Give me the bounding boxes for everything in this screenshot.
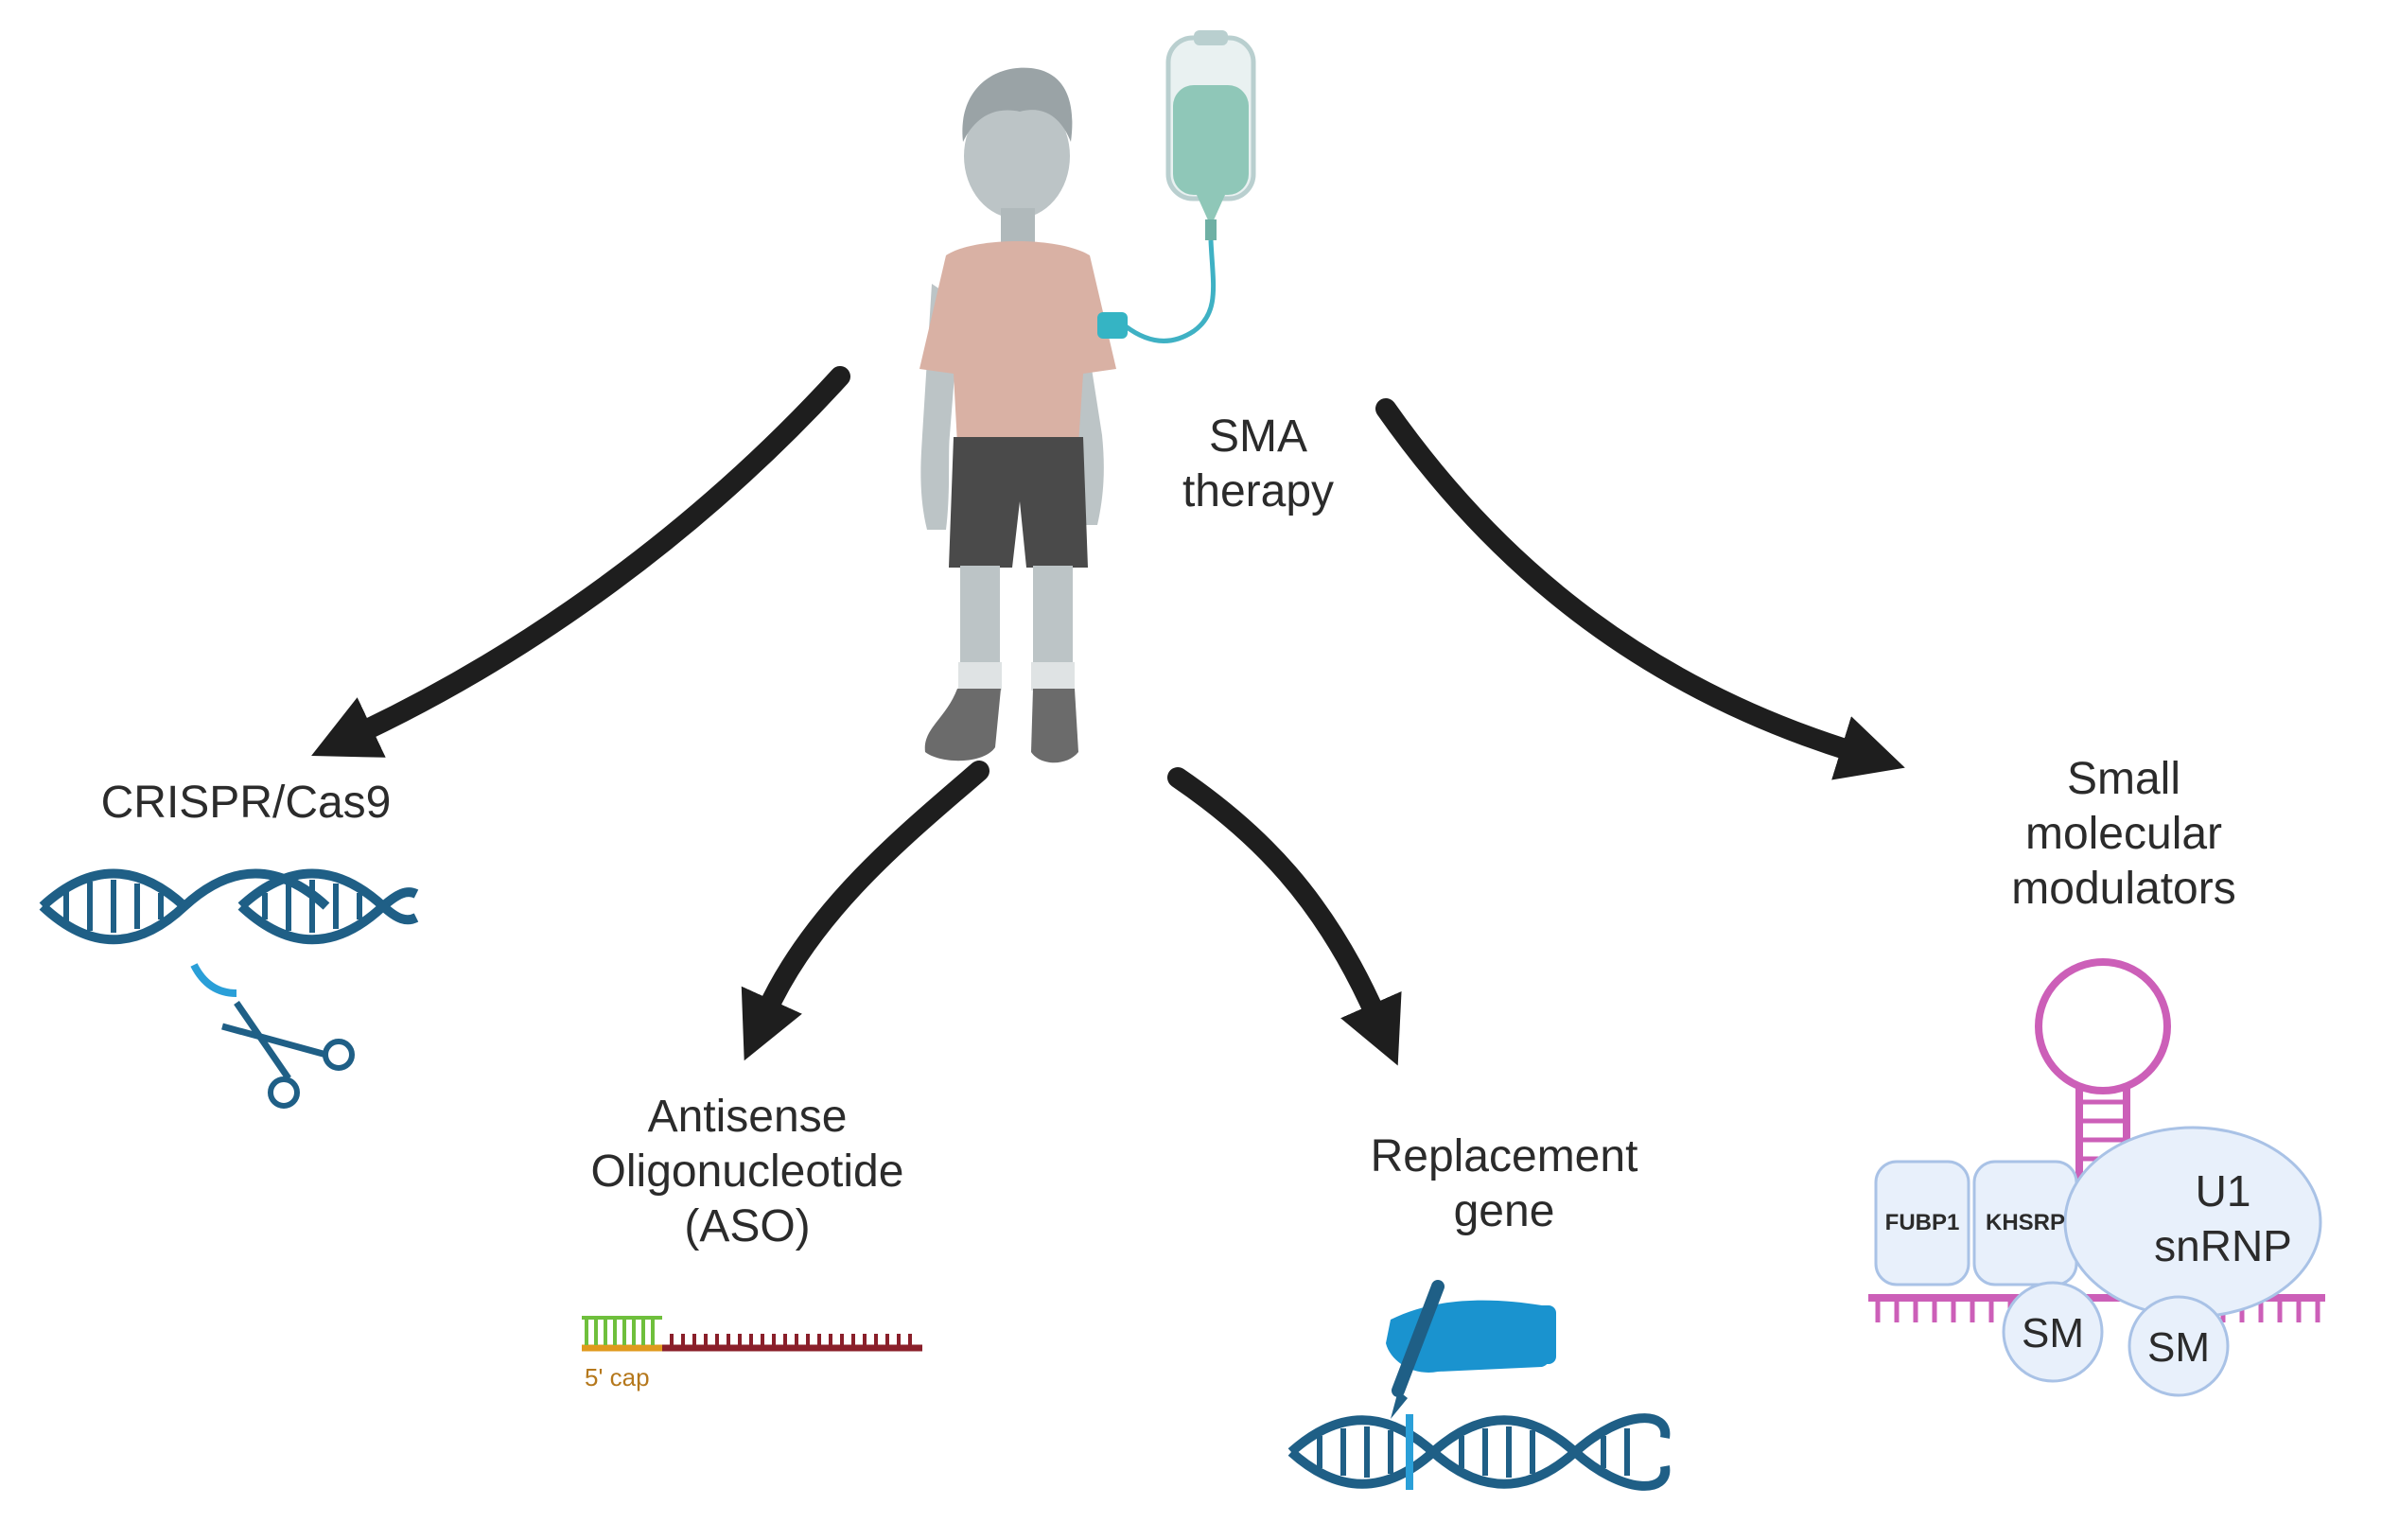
small-label-line1: Small	[2066, 754, 2181, 804]
fubp1-shape	[1874, 1160, 1970, 1286]
aso-label-line3: (ASO)	[684, 1201, 811, 1251]
arrows	[311, 366, 1905, 1066]
child-patient-icon	[919, 67, 1128, 763]
u1-label-line2: snRNP	[2154, 1221, 2292, 1270]
u1-label-line1: U1	[2196, 1166, 2251, 1216]
center-label: SMA therapy	[1164, 410, 1353, 519]
aso-strand-icon: 5' cap	[582, 1316, 922, 1391]
gene-label-line1: Replacement	[1370, 1131, 1638, 1181]
gene-label: Replacement gene	[1324, 1129, 1684, 1239]
dna-scissors-icon	[39, 868, 419, 1109]
aso-label-line2: Oligonucleotide	[590, 1146, 904, 1197]
sm1-shape	[2002, 1281, 2104, 1383]
sm2-label: SM	[2147, 1324, 2210, 1371]
gene-label-line2: gene	[1453, 1186, 1555, 1236]
center-label-line1: SMA	[1208, 411, 1307, 462]
arrow-to-small-molecules	[1375, 398, 1905, 780]
small-label-line2: molecular	[2024, 809, 2223, 859]
crispr-label: CRISPR/Cas9	[85, 776, 407, 831]
center-label-line2: therapy	[1182, 466, 1335, 516]
sm1-label: SM	[2022, 1310, 2084, 1356]
aso-label: Antisense Oligonucleotide (ASO)	[558, 1090, 937, 1254]
dna-icon	[1287, 1413, 1671, 1491]
arrow-to-aso	[741, 761, 989, 1061]
fubp1-label: FUBP1	[1885, 1210, 1960, 1235]
sm2-shape	[2128, 1295, 2230, 1397]
khsrp-label: KHSRP	[1986, 1210, 2065, 1235]
iv-bag-icon	[1124, 30, 1256, 343]
protein-complex: FUBP1 KHSRP U1 snRNP SM SM	[1874, 1126, 2322, 1397]
small-label-line3: modulators	[2011, 864, 2236, 914]
arrow-to-crispr	[311, 366, 850, 758]
arrow-to-gene	[1167, 767, 1402, 1066]
small-molecules-label: Small molecular modulators	[1949, 752, 2299, 917]
aso-cap-label: 5' cap	[585, 1363, 650, 1391]
crispr-label-text: CRISPR/Cas9	[100, 778, 392, 828]
hand-pen-icon	[1386, 1280, 1556, 1419]
aso-label-line1: Antisense	[647, 1092, 848, 1142]
